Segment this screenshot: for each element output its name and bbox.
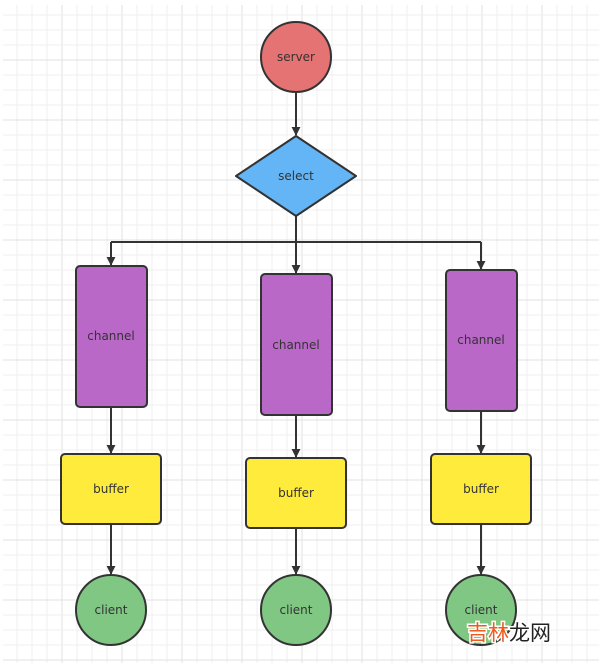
channel-label: channel (87, 329, 134, 343)
server-shape (260, 21, 332, 93)
watermark: 吉林 龙网 (466, 620, 553, 647)
select-label: select (278, 169, 314, 183)
buffer-label: buffer (463, 482, 499, 496)
buffer-shape (430, 453, 532, 525)
client-shape (260, 574, 332, 646)
client-label: client (465, 603, 498, 617)
buffer-shape (245, 457, 347, 529)
channel-label: channel (272, 338, 319, 352)
select-node[interactable]: select (235, 135, 357, 217)
buffer-label: buffer (93, 482, 129, 496)
edges (106, 93, 486, 575)
buffer-node-2[interactable]: buffer (245, 457, 347, 529)
client-label: client (95, 603, 128, 617)
channel-node-1[interactable]: channel (75, 265, 148, 408)
client-node-1[interactable]: client (75, 574, 147, 646)
channel-shape (260, 273, 333, 416)
channel-label: channel (457, 333, 504, 347)
watermark-part2: 龙网 (509, 621, 551, 645)
buffer-shape (60, 453, 162, 525)
buffer-node-3[interactable]: buffer (430, 453, 532, 525)
channel-shape (445, 269, 518, 412)
client-shape (445, 574, 517, 646)
buffer-node-1[interactable]: buffer (60, 453, 162, 525)
buffer-label: buffer (278, 486, 314, 500)
watermark-part1: 吉林 (467, 621, 509, 645)
channel-shape (75, 265, 148, 408)
channel-node-2[interactable]: channel (260, 273, 333, 416)
server-node[interactable]: server (260, 21, 332, 93)
select-shape (235, 135, 357, 217)
server-label: server (277, 50, 315, 64)
client-label: client (280, 603, 313, 617)
channel-node-3[interactable]: channel (445, 269, 518, 412)
client-node-3[interactable]: client (445, 574, 517, 646)
client-shape (75, 574, 147, 646)
client-node-2[interactable]: client (260, 574, 332, 646)
